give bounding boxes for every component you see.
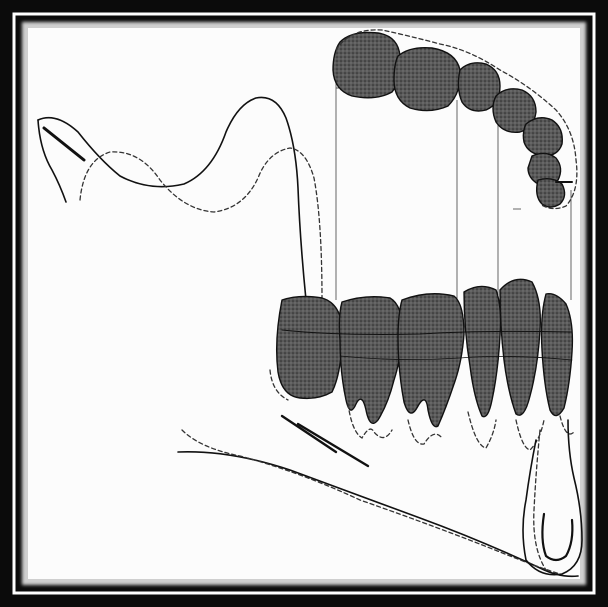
profile-tooth-molar-3 bbox=[277, 296, 342, 398]
arch-tooth-molar-1 bbox=[394, 48, 460, 111]
arch-tooth-canine bbox=[523, 118, 562, 156]
